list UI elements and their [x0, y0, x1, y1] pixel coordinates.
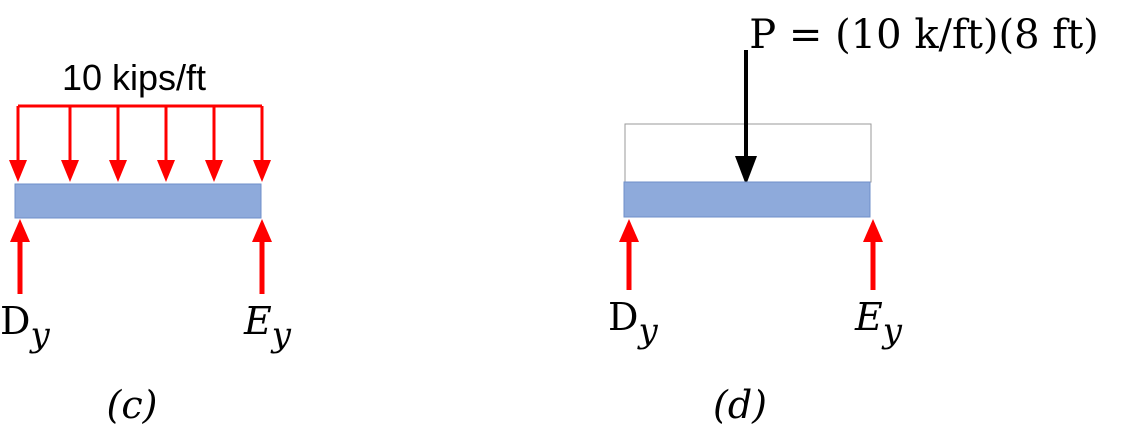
reaction-label-right: Ey [243, 299, 292, 355]
load-arrow [205, 106, 223, 182]
reaction-label-left: Dy [608, 295, 658, 351]
reaction-arrow-right [863, 219, 883, 290]
load-arrow [109, 106, 127, 182]
load-arrow [253, 106, 271, 182]
beam [14, 183, 262, 219]
load-arrow [157, 106, 175, 182]
reaction-arrow-right [252, 219, 272, 294]
panel-caption: (d) [713, 383, 767, 427]
point-load-arrow [735, 50, 757, 185]
panel-d: P = (10 k/ft)(8 ft) Dy Ey (d) [608, 12, 1099, 427]
reaction-arrow-left [10, 219, 30, 294]
reaction-label-right: Ey [854, 295, 903, 351]
point-load-label: P = (10 k/ft)(8 ft) [749, 12, 1099, 58]
load-arrow [61, 106, 79, 182]
distributed-load-arrows [9, 106, 271, 182]
reaction-label-left: Dy [0, 299, 50, 355]
load-arrow [9, 106, 27, 182]
panel-caption: (c) [107, 383, 158, 427]
reaction-arrow-left [619, 219, 639, 290]
beam [623, 181, 871, 218]
distributed-load-label: 10 kips/ft [62, 57, 206, 98]
panel-c: 10 kips/ft [0, 57, 292, 427]
